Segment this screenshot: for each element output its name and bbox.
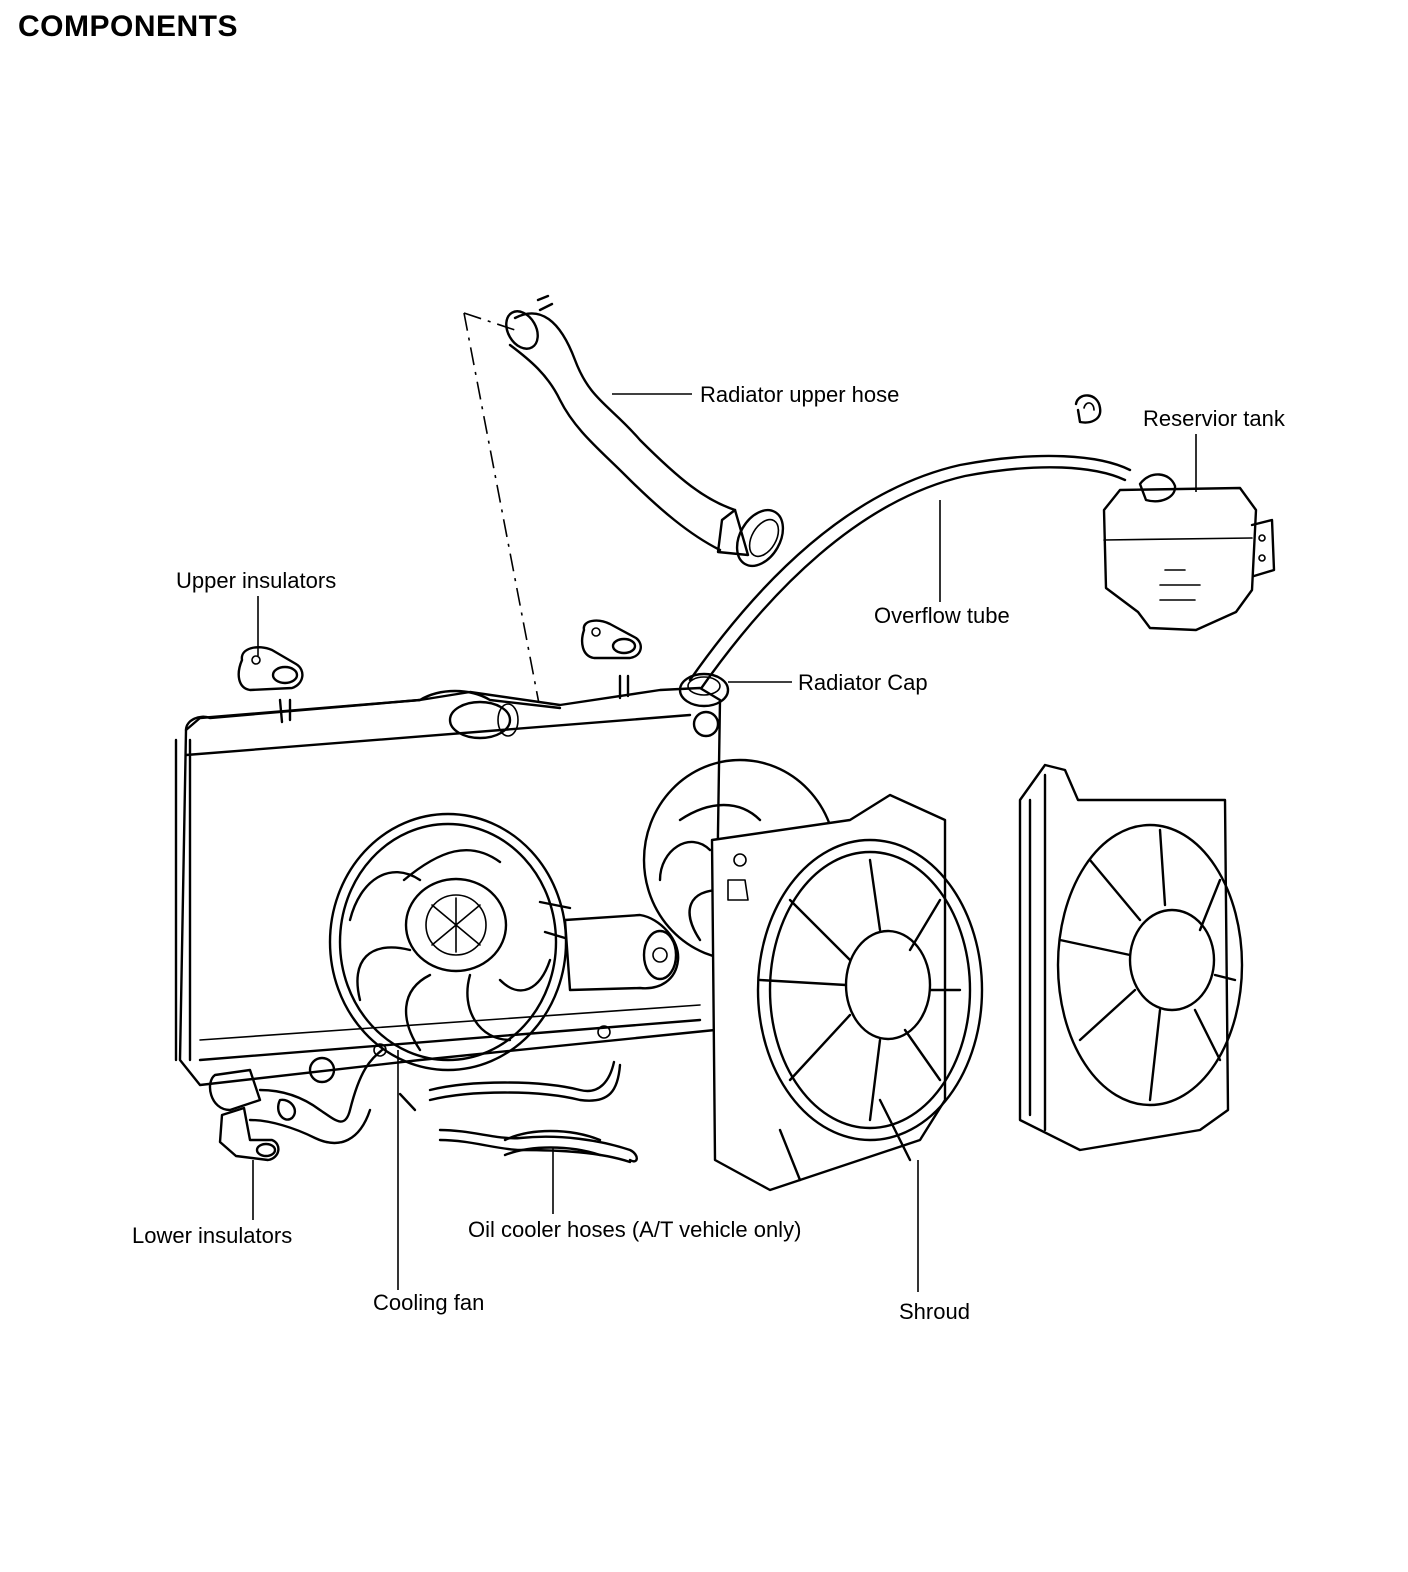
upper-insulator-left [237,646,304,692]
label-lower-insulators: Lower insulators [132,1223,293,1248]
label-radiator-cap: Radiator Cap [798,670,928,695]
label-radiator-upper-hose: Radiator upper hose [700,382,900,407]
label-overflow-tube: Overflow tube [874,603,1010,628]
shroud-rear-part [1018,763,1244,1152]
tube-clip-part [1074,394,1102,424]
label-cooling-fan: Cooling fan [373,1290,485,1315]
lower-insulators-part [218,1106,280,1162]
hose-alignment-line [463,312,546,736]
label-reservoir-tank: Reservior tank [1143,406,1285,431]
radiator-upper-hose-part [505,294,785,568]
label-upper-insulators: Upper insulators [176,568,337,593]
upper-insulator-right [580,619,642,660]
reservoir-tank-part [1102,473,1276,632]
shroud-front-part [710,793,984,1192]
label-shroud: Shroud [899,1299,970,1324]
oil-cooler-hoses-part [428,1060,638,1164]
overflow-tube-part [688,454,1132,692]
cooling-fan-part [328,812,680,1072]
page-heading: COMPONENTS [18,10,239,43]
label-oil-cooler-hoses: Oil cooler hoses (A/T vehicle only) [468,1217,802,1242]
lower-hoses-part [248,1048,417,1145]
